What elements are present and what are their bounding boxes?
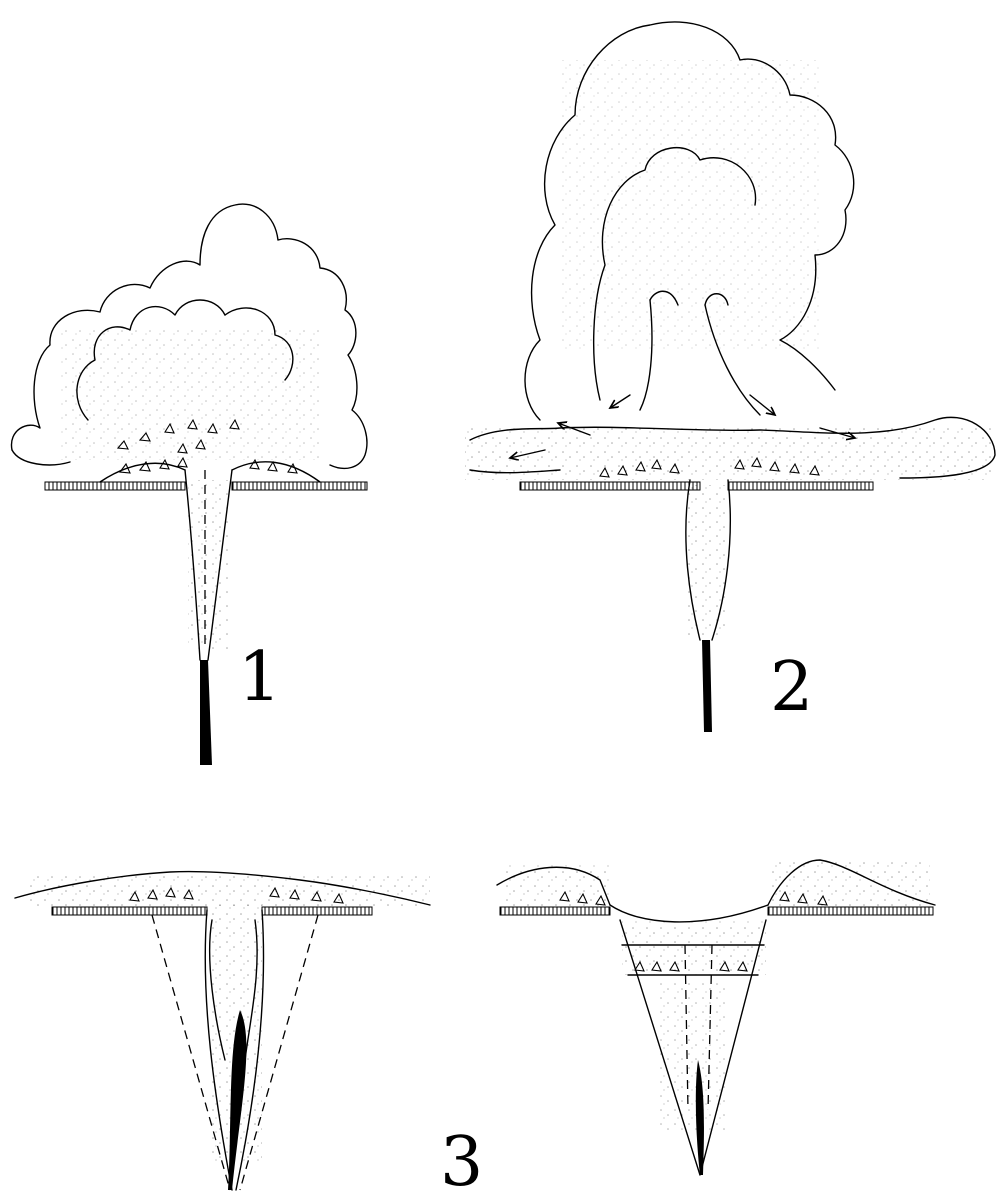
stage-1-drawing [11,204,367,765]
stage-2-drawing [465,22,995,732]
stage-3-left-ground-left [52,907,207,915]
stage-2-label: 2 [770,648,813,727]
stage-3-right-drawing [497,860,935,1175]
stage-2-ground-left [520,482,700,490]
stage-2-base-surge-stipple [465,425,995,480]
stage-3-right-conduit-stipple [660,980,730,1130]
stage-3-left-ground-right [262,907,372,915]
stage-1-ejecta-mound-right [232,462,320,482]
stage-1-ground-right [232,482,367,490]
stage-3-label: 3 [440,1123,483,1195]
stage-2-cloud-stipple [560,60,820,350]
stage-2-ground-right [728,482,873,490]
stage-1-conduit-fill [188,480,228,650]
stage-1-ground-left [45,482,185,490]
stage-3-right-rim-stipple-right [770,862,930,907]
stage-3-right-rim-stipple-left [505,865,610,907]
stage-3-right-crater-floor [610,905,768,922]
stage-3-left-tephra-stipple [30,875,430,907]
stage-2-conduit-fill [688,485,728,635]
stage-3-right-ground-right [768,907,933,915]
stage-2-dike [702,640,712,732]
stage-3-right-ground-left [500,907,610,915]
stage-3-left-drawing [15,872,430,1190]
stage-1-dike [200,660,212,765]
stage-3-right-layer-stipple [622,920,766,975]
stage-1-cloud-stipple [60,330,320,460]
stage-1-label: 1 [238,638,281,717]
